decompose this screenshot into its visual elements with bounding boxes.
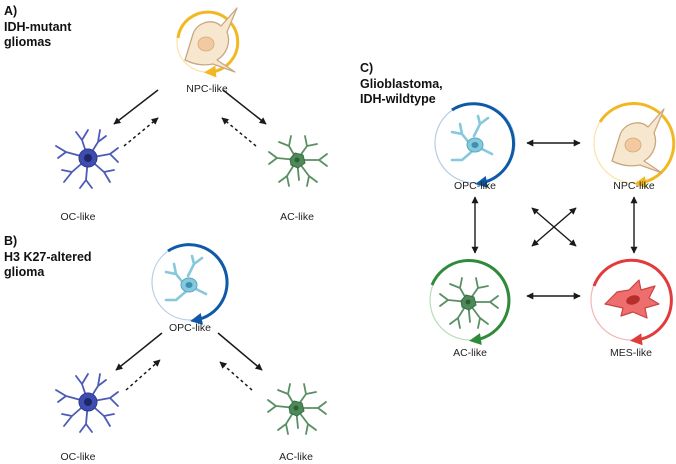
label-npc-like: NPC-like xyxy=(186,83,228,95)
opc-cell-icon xyxy=(164,254,208,302)
label-mes-like-c: MES-like xyxy=(610,347,652,359)
arrow-npc-to-ac xyxy=(222,89,267,125)
oc-cell-icon-b xyxy=(55,373,119,433)
opc-cell-icon-c xyxy=(450,114,494,162)
mes-cell-icon-c xyxy=(604,279,660,319)
panel-c-letter: C) xyxy=(360,61,373,75)
panel-a-title-line1: IDH-mutant xyxy=(4,20,72,34)
panel-b-title-line1: H3 K27-altered xyxy=(4,250,92,264)
label-oc-like-b: OC-like xyxy=(60,451,95,463)
label-opc-like-c: OPC-like xyxy=(454,180,496,192)
label-npc-like-c: NPC-like xyxy=(613,180,655,192)
ac-cell-icon-b xyxy=(267,383,327,435)
panel-c: C) Glioblastoma, IDH-wildtype OPC-like N… xyxy=(360,61,676,359)
panel-a-letter: A) xyxy=(4,4,17,18)
label-ac-like-b: AC-like xyxy=(279,451,313,463)
oc-cell-icon xyxy=(55,129,119,189)
arrow-opc-to-oc xyxy=(115,332,163,371)
opc-state-ring-c xyxy=(434,102,516,188)
ac-state-ring-c xyxy=(429,258,511,345)
ac-cell-icon xyxy=(268,135,328,187)
panel-b-letter: B) xyxy=(4,234,17,248)
panel-a-title-line2: gliomas xyxy=(4,35,51,49)
mes-state-ring-c xyxy=(590,258,673,346)
arrow-ac-to-npc xyxy=(221,117,257,147)
arrow-npc-to-oc xyxy=(113,89,159,125)
panel-c-title-line2: IDH-wildtype xyxy=(360,92,436,106)
arrow-oc-to-opc xyxy=(125,359,161,391)
panel-b: B) H3 K27-altered glioma OPC-like OC-lik… xyxy=(4,234,327,463)
arrow-ac-to-opc xyxy=(219,361,253,391)
panel-c-title-line1: Glioblastoma, xyxy=(360,77,443,91)
label-ac-like: AC-like xyxy=(280,211,314,223)
arrow-oc-to-npc xyxy=(123,117,159,147)
label-oc-like: OC-like xyxy=(60,211,95,223)
label-opc-like: OPC-like xyxy=(169,322,211,334)
npc-cell-icon-c xyxy=(611,108,665,174)
opc-state-ring xyxy=(151,243,229,325)
label-ac-like-c: AC-like xyxy=(453,347,487,359)
arrow-opc-to-ac xyxy=(217,332,263,371)
arrow-npc-ac xyxy=(531,207,577,247)
panel-b-title-line2: glioma xyxy=(4,265,45,279)
panel-a: A) IDH-mutant gliomas NPC-like OC-like A… xyxy=(4,4,328,223)
ac-cell-icon-c xyxy=(439,277,499,329)
